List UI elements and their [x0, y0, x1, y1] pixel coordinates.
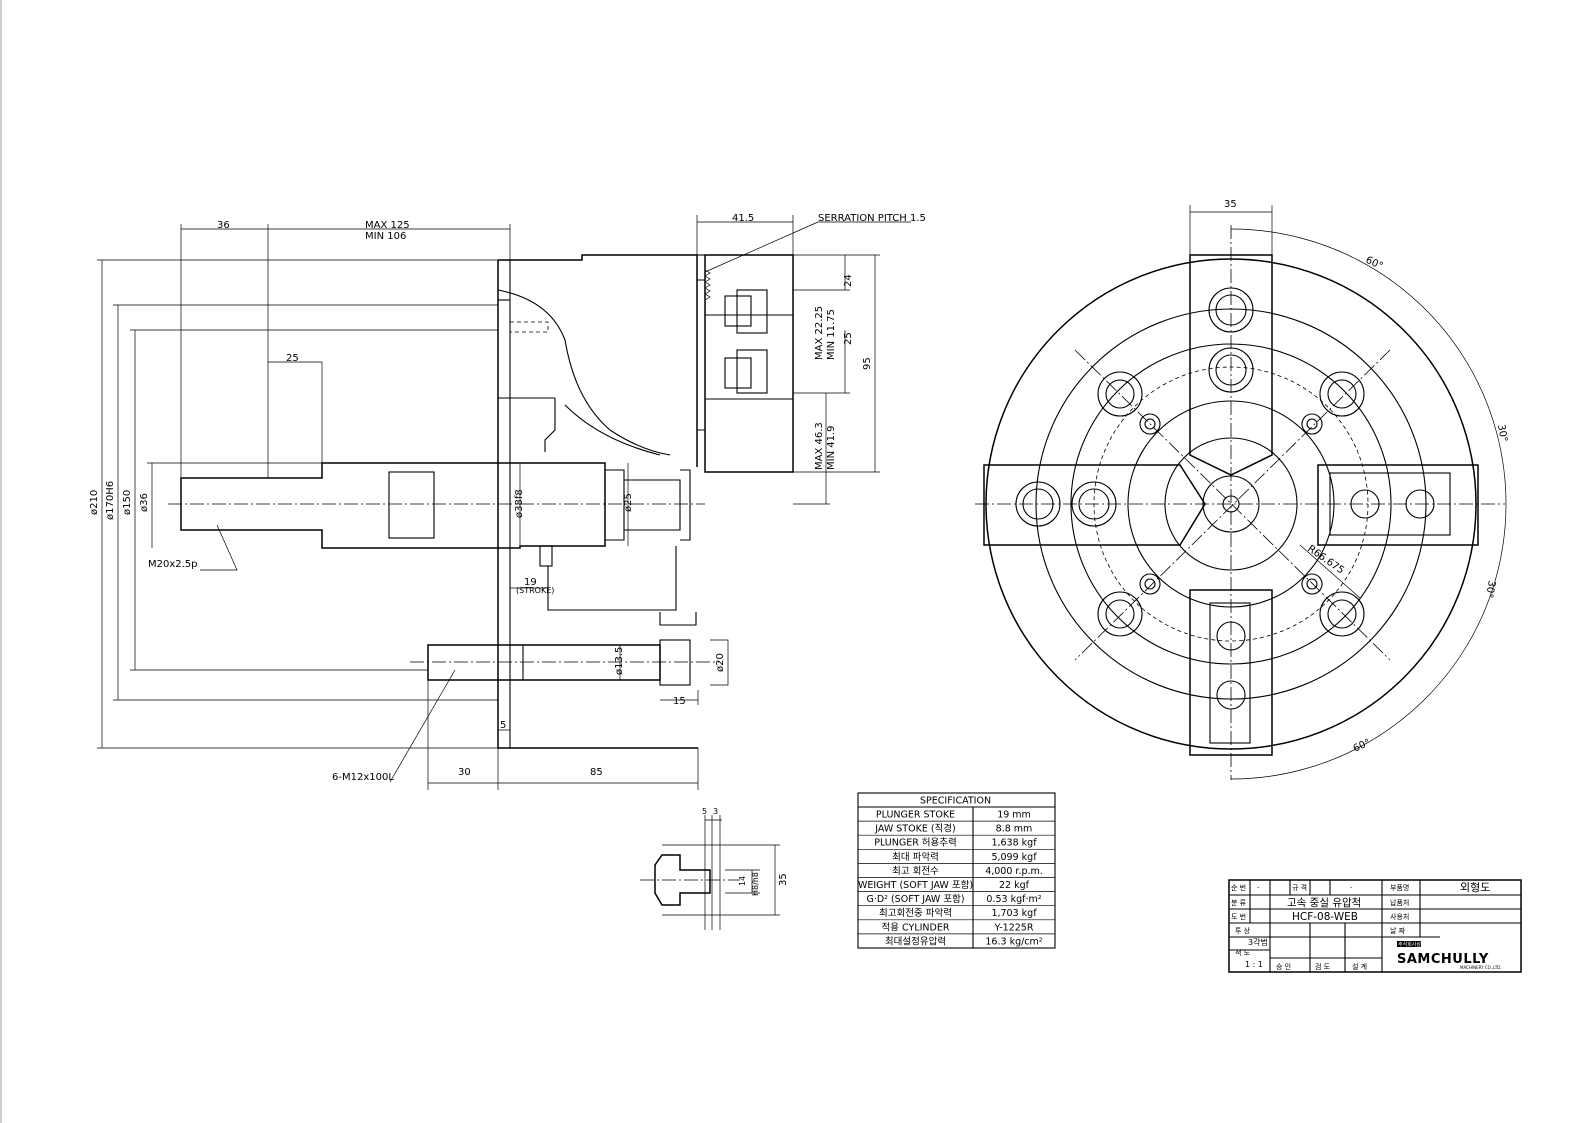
stroke-label: (STROKE)	[516, 586, 554, 595]
dim-25-top: 25	[286, 353, 299, 364]
dim-5: 5	[500, 720, 506, 731]
tb-design-label: 설 계	[1352, 962, 1367, 971]
spec-label: 최대설정유압력	[885, 935, 946, 947]
detail-dim-3: 3	[713, 807, 718, 816]
dim-phi-150: ø150	[122, 490, 133, 515]
tb-partname-label: 부품명	[1390, 883, 1409, 892]
dim-30: 30	[458, 767, 471, 778]
serration-pitch-label: SERRATION PITCH 1.5	[818, 213, 926, 224]
logo-wordmark: SAMCHULLY	[1397, 952, 1489, 967]
dim-15: 15	[673, 696, 686, 707]
dim-phi-25: ø25	[623, 493, 634, 512]
spec-title: SPECIFICATION	[920, 796, 991, 807]
front-view	[975, 205, 1507, 780]
dim-max-22-25: MAX 22.25	[814, 306, 825, 360]
spec-label: 적용 CYLINDER	[882, 921, 950, 933]
jaw-key-detail: 5 3 14 H8/h8 35	[640, 807, 789, 930]
tb-seq-label: 순 번	[1231, 883, 1246, 892]
dim-95: 95	[862, 357, 873, 370]
tb-approve-label: 승 인	[1276, 962, 1291, 971]
tb-check-label: 검 도	[1315, 963, 1331, 971]
tb-class-label: 분 류	[1231, 899, 1247, 907]
dim-phi-20: ø20	[715, 653, 726, 672]
dim-min-11-75: MIN 11.75	[826, 309, 837, 360]
tb-spec-label: 규 격	[1292, 884, 1307, 892]
detail-fit-h8: H8/h8	[751, 872, 760, 896]
tb-scale-value: 1 : 1	[1245, 960, 1263, 969]
tb-scale-label: 척 도	[1235, 949, 1251, 957]
spec-label: G·D² (SOFT JAW 포함)	[866, 894, 964, 905]
spec-value: 1,638 kgf	[991, 838, 1037, 849]
spec-value: Y-1225R	[994, 922, 1034, 933]
detail-dim-14: 14	[738, 876, 747, 886]
specification-table: SPECIFICATION PLUNGER STOKE 19 mm JAW STOK…	[857, 792, 1056, 949]
dim-phi-13-5: ø13.5	[614, 647, 625, 675]
tb-projection-value: 3각법	[1248, 937, 1268, 947]
tb-seq-value: -	[1257, 884, 1260, 892]
spec-label: PLUNGER 허용추력	[874, 837, 957, 849]
spec-label: 최고 회전수	[892, 866, 939, 877]
dim-35-front: 35	[1224, 199, 1237, 210]
side-view-dimension-labels: 36 MAX 125 MIN 106 41.5 SERRATION PITCH …	[89, 213, 926, 783]
spec-value: 5,099 kgf	[991, 852, 1037, 863]
dim-24: 24	[843, 274, 854, 287]
tb-date-label: 날 짜	[1390, 926, 1406, 935]
detail-dim-5: 5	[702, 807, 707, 816]
dim-max-46-3: MAX 46.3	[814, 422, 825, 470]
spec-value: 8.8 mm	[996, 824, 1033, 835]
dim-41-5: 41.5	[732, 213, 754, 224]
tb-projection-label: 투 상	[1235, 926, 1251, 935]
title-block: 순 번 - 규 격 - 부품명 외형도 분 류 고속 중실 유압척 납품처 도 …	[1228, 879, 1522, 973]
spec-value: 4,000 r.p.m.	[985, 866, 1043, 877]
logo-subtitle: MACHINERY CO.,LTD.	[1460, 965, 1502, 970]
spec-label: 최고회전중 파악력	[879, 907, 952, 919]
spec-value: 0.53 kgf·m²	[986, 894, 1041, 905]
detail-dim-35: 35	[778, 873, 789, 886]
angle-30-lower: 30°	[1483, 579, 1497, 598]
dim-36: 36	[217, 220, 230, 231]
spec-label: 최대 파악력	[892, 851, 939, 863]
bolt-m12-label: 6-M12x100L	[332, 772, 394, 783]
dim-phi-210: ø210	[89, 490, 100, 515]
spec-value: 16.3 kg/cm²	[985, 936, 1042, 947]
spec-value: 1,703 kgf	[991, 908, 1037, 919]
tb-spec-value: -	[1350, 884, 1353, 892]
spec-value: 19 mm	[997, 810, 1031, 821]
tb-user-label: 사용처	[1390, 912, 1409, 921]
spec-label: PLUNGER STOKE	[876, 810, 955, 821]
tb-partname-value: 외형도	[1460, 881, 1490, 894]
dim-phi-36: ø36	[139, 493, 150, 512]
tb-drawing-no-label: 도 번	[1231, 912, 1246, 921]
angle-30-right: 30°	[1495, 424, 1509, 443]
tb-class-value: 고속 중실 유압척	[1287, 896, 1361, 909]
dim-phi-170: ø170H6	[105, 481, 116, 520]
dim-min-41-9: MIN 41.9	[826, 425, 837, 470]
dim-85: 85	[590, 767, 603, 778]
dim-phi-38: ø38f8	[514, 489, 525, 518]
side-section-view	[97, 215, 911, 790]
tb-customer-label: 납품처	[1390, 898, 1409, 907]
thread-m20-label: M20x2.5p	[148, 559, 198, 570]
tb-drawing-no-value: HCF-08-WEB	[1292, 911, 1358, 923]
dim-25-right: 25	[843, 332, 854, 345]
spec-value: 22 kgf	[999, 880, 1030, 891]
samchully-logo: 주식회사삼천리기계 SAMCHULLY MACHINERY CO.,LTD.	[1397, 941, 1502, 970]
dim-19: 19	[524, 577, 537, 588]
spec-label: JAW STOKE (직경)	[874, 823, 955, 835]
logo-korean: 주식회사삼천리기계	[1398, 941, 1440, 948]
spec-label: WEIGHT (SOFT JAW 포함)	[858, 880, 973, 891]
dim-max-125: MAX 125	[365, 220, 410, 231]
dim-min-106: MIN 106	[365, 231, 406, 242]
